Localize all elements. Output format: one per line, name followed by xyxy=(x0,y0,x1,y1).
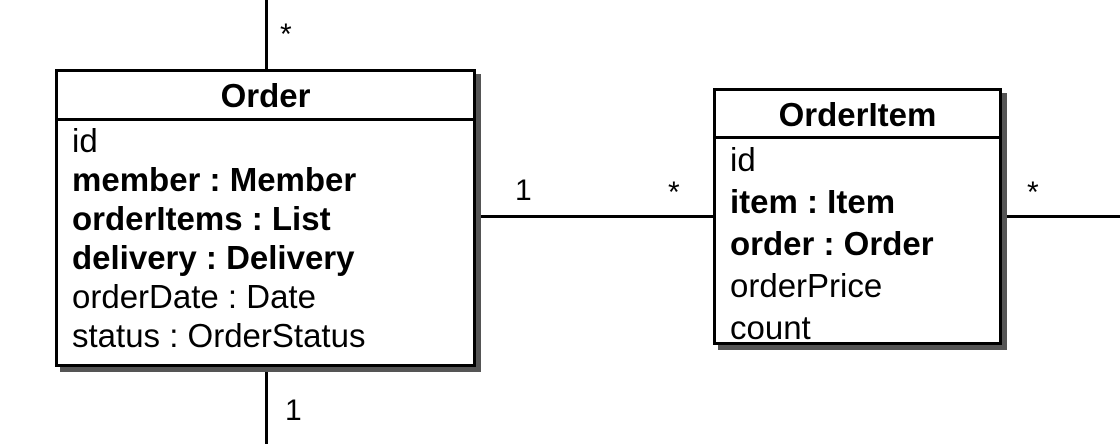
attribute-row: order : Order xyxy=(730,225,934,262)
attribute-row: orderDate : Date xyxy=(72,278,316,315)
multiplicity-orderitem-right: * xyxy=(1027,176,1039,209)
multiplicity-orderitem-side: * xyxy=(668,176,680,209)
attribute-row: orderItems : List xyxy=(72,200,331,237)
order-class-title: Order xyxy=(58,72,473,121)
attribute-row: member : Member xyxy=(72,161,357,198)
orderitem-right-connector xyxy=(1002,215,1120,218)
attribute-row: id xyxy=(72,122,98,159)
orderitem-class-title: OrderItem xyxy=(716,91,999,139)
attribute-row: status : OrderStatus xyxy=(72,317,366,354)
order-orderitem-association xyxy=(476,215,713,218)
orderitem-class: OrderItem id item : Item order : Order orde… xyxy=(713,88,1002,346)
orderitem-attribute-list: id item : Item order : Order orderPrice coun… xyxy=(716,139,999,349)
order-bottom-connector xyxy=(265,367,268,444)
multiplicity-order-side: 1 xyxy=(515,174,532,207)
attribute-row: delivery : Delivery xyxy=(72,239,355,276)
attribute-row: orderPrice xyxy=(730,267,883,304)
attribute-row: count xyxy=(730,309,811,346)
multiplicity-order-top: * xyxy=(280,18,292,51)
order-top-connector xyxy=(265,0,268,69)
attribute-row: id xyxy=(730,141,756,178)
attribute-row: item : Item xyxy=(730,183,896,220)
multiplicity-order-bottom: 1 xyxy=(285,394,302,427)
